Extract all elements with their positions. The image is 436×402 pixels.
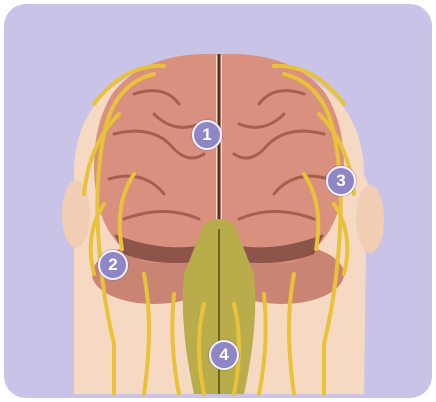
marker-3[interactable]: 3 — [326, 166, 356, 196]
marker-4[interactable]: 4 — [209, 340, 239, 370]
marker-1[interactable]: 1 — [192, 120, 222, 150]
illustration-panel: 1 2 3 4 — [4, 4, 432, 398]
right-ear — [356, 185, 384, 253]
marker-2[interactable]: 2 — [98, 250, 128, 280]
brain-nerve-illustration — [4, 4, 432, 398]
